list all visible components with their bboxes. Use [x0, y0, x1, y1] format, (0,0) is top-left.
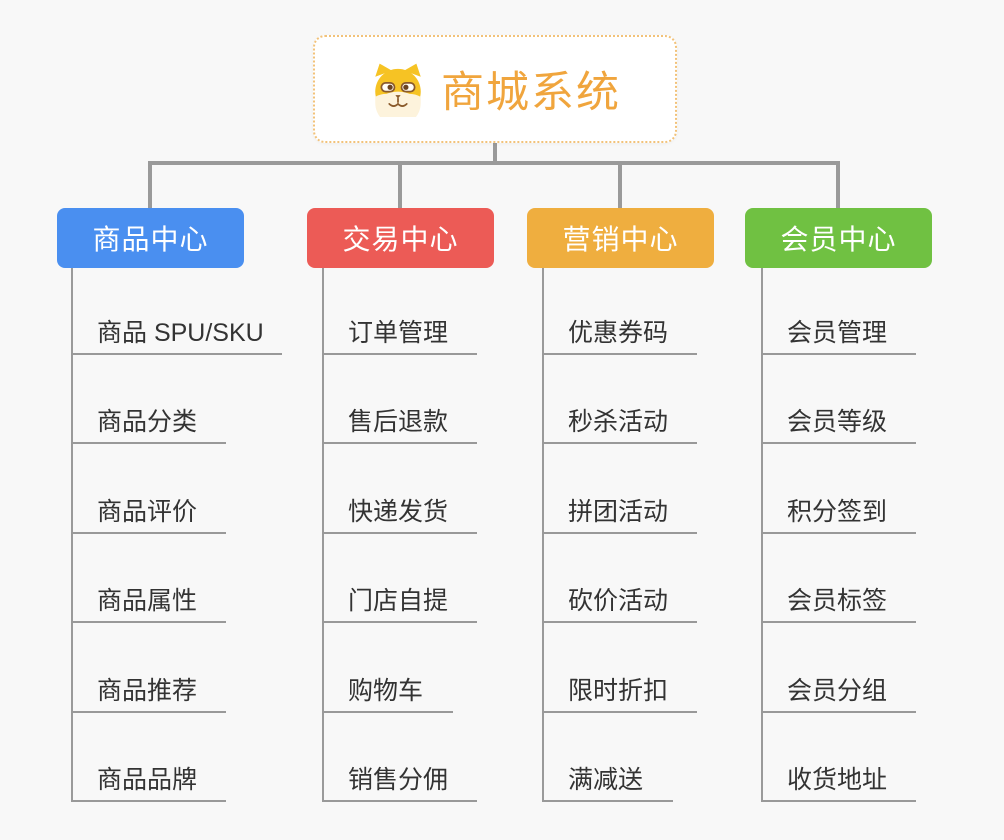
branch-rail — [761, 268, 763, 802]
child-label: 商品品牌 — [97, 766, 198, 794]
child-node[interactable]: 购物车 — [322, 671, 453, 713]
child-label: 会员管理 — [787, 319, 888, 347]
child-label: 门店自提 — [348, 587, 449, 615]
child-label: 商品属性 — [97, 587, 198, 615]
child-label: 商品推荐 — [97, 677, 198, 705]
child-node[interactable]: 限时折扣 — [542, 671, 697, 713]
child-label: 快递发货 — [348, 498, 449, 526]
child-node[interactable]: 积分签到 — [761, 492, 916, 534]
child-label: 满减送 — [568, 766, 644, 794]
branch-product-center[interactable]: 商品中心 — [57, 208, 244, 268]
child-label: 优惠券码 — [568, 319, 669, 347]
child-label: 商品 SPU/SKU — [97, 319, 264, 347]
connector-drop — [398, 161, 402, 208]
connector-drop — [148, 161, 152, 208]
root-title: 商城系统 — [441, 69, 621, 117]
child-node[interactable]: 满减送 — [542, 760, 673, 802]
child-label: 商品分类 — [97, 408, 198, 436]
child-label: 商品评价 — [97, 498, 198, 526]
child-label: 收货地址 — [787, 766, 888, 794]
child-label: 会员等级 — [787, 408, 888, 436]
connector-drop — [618, 161, 622, 208]
child-label: 拼团活动 — [568, 498, 669, 526]
branch-label: 商品中心 — [92, 224, 209, 255]
child-node[interactable]: 售后退款 — [322, 402, 477, 444]
child-node[interactable]: 快递发货 — [322, 492, 477, 534]
child-node[interactable]: 商品评价 — [71, 492, 226, 534]
child-node[interactable]: 商品属性 — [71, 581, 226, 623]
child-node[interactable]: 砍价活动 — [542, 581, 697, 623]
branch-trade-center[interactable]: 交易中心 — [307, 208, 494, 268]
child-node[interactable]: 销售分佣 — [322, 760, 477, 802]
child-label: 砍价活动 — [568, 587, 669, 615]
child-label: 购物车 — [348, 677, 424, 705]
child-node[interactable]: 门店自提 — [322, 581, 477, 623]
child-node[interactable]: 拼团活动 — [542, 492, 697, 534]
connector-root-stub — [493, 143, 497, 165]
child-node[interactable]: 商品分类 — [71, 402, 226, 444]
branch-rail — [322, 268, 324, 802]
branch-label: 交易中心 — [342, 224, 459, 255]
child-label: 积分签到 — [787, 498, 888, 526]
branch-label: 会员中心 — [780, 224, 897, 255]
child-node[interactable]: 优惠券码 — [542, 313, 697, 355]
connector-drop — [836, 161, 840, 208]
child-node[interactable]: 商品推荐 — [71, 671, 226, 713]
child-label: 秒杀活动 — [568, 408, 669, 436]
child-node[interactable]: 商品 SPU/SKU — [71, 313, 282, 355]
child-label: 售后退款 — [348, 408, 449, 436]
child-node[interactable]: 商品品牌 — [71, 760, 226, 802]
child-node[interactable]: 会员管理 — [761, 313, 916, 355]
branch-member-center[interactable]: 会员中心 — [745, 208, 932, 268]
branch-marketing-center[interactable]: 营销中心 — [527, 208, 714, 268]
child-node[interactable]: 会员标签 — [761, 581, 916, 623]
child-node[interactable]: 收货地址 — [761, 760, 916, 802]
child-node[interactable]: 订单管理 — [322, 313, 477, 355]
child-label: 会员分组 — [787, 677, 888, 705]
child-node[interactable]: 会员等级 — [761, 402, 916, 444]
connector-horizontal — [148, 161, 840, 165]
child-node[interactable]: 秒杀活动 — [542, 402, 697, 444]
root-node[interactable]: 商城系统 — [313, 35, 677, 143]
child-label: 限时折扣 — [568, 677, 669, 705]
child-node[interactable]: 会员分组 — [761, 671, 916, 713]
child-label: 订单管理 — [348, 319, 449, 347]
child-label: 销售分佣 — [348, 766, 449, 794]
child-label: 会员标签 — [787, 587, 888, 615]
shiba-dog-icon — [375, 63, 421, 117]
branch-rail — [542, 268, 544, 802]
branch-label: 营销中心 — [562, 224, 679, 255]
branch-rail — [71, 268, 73, 802]
